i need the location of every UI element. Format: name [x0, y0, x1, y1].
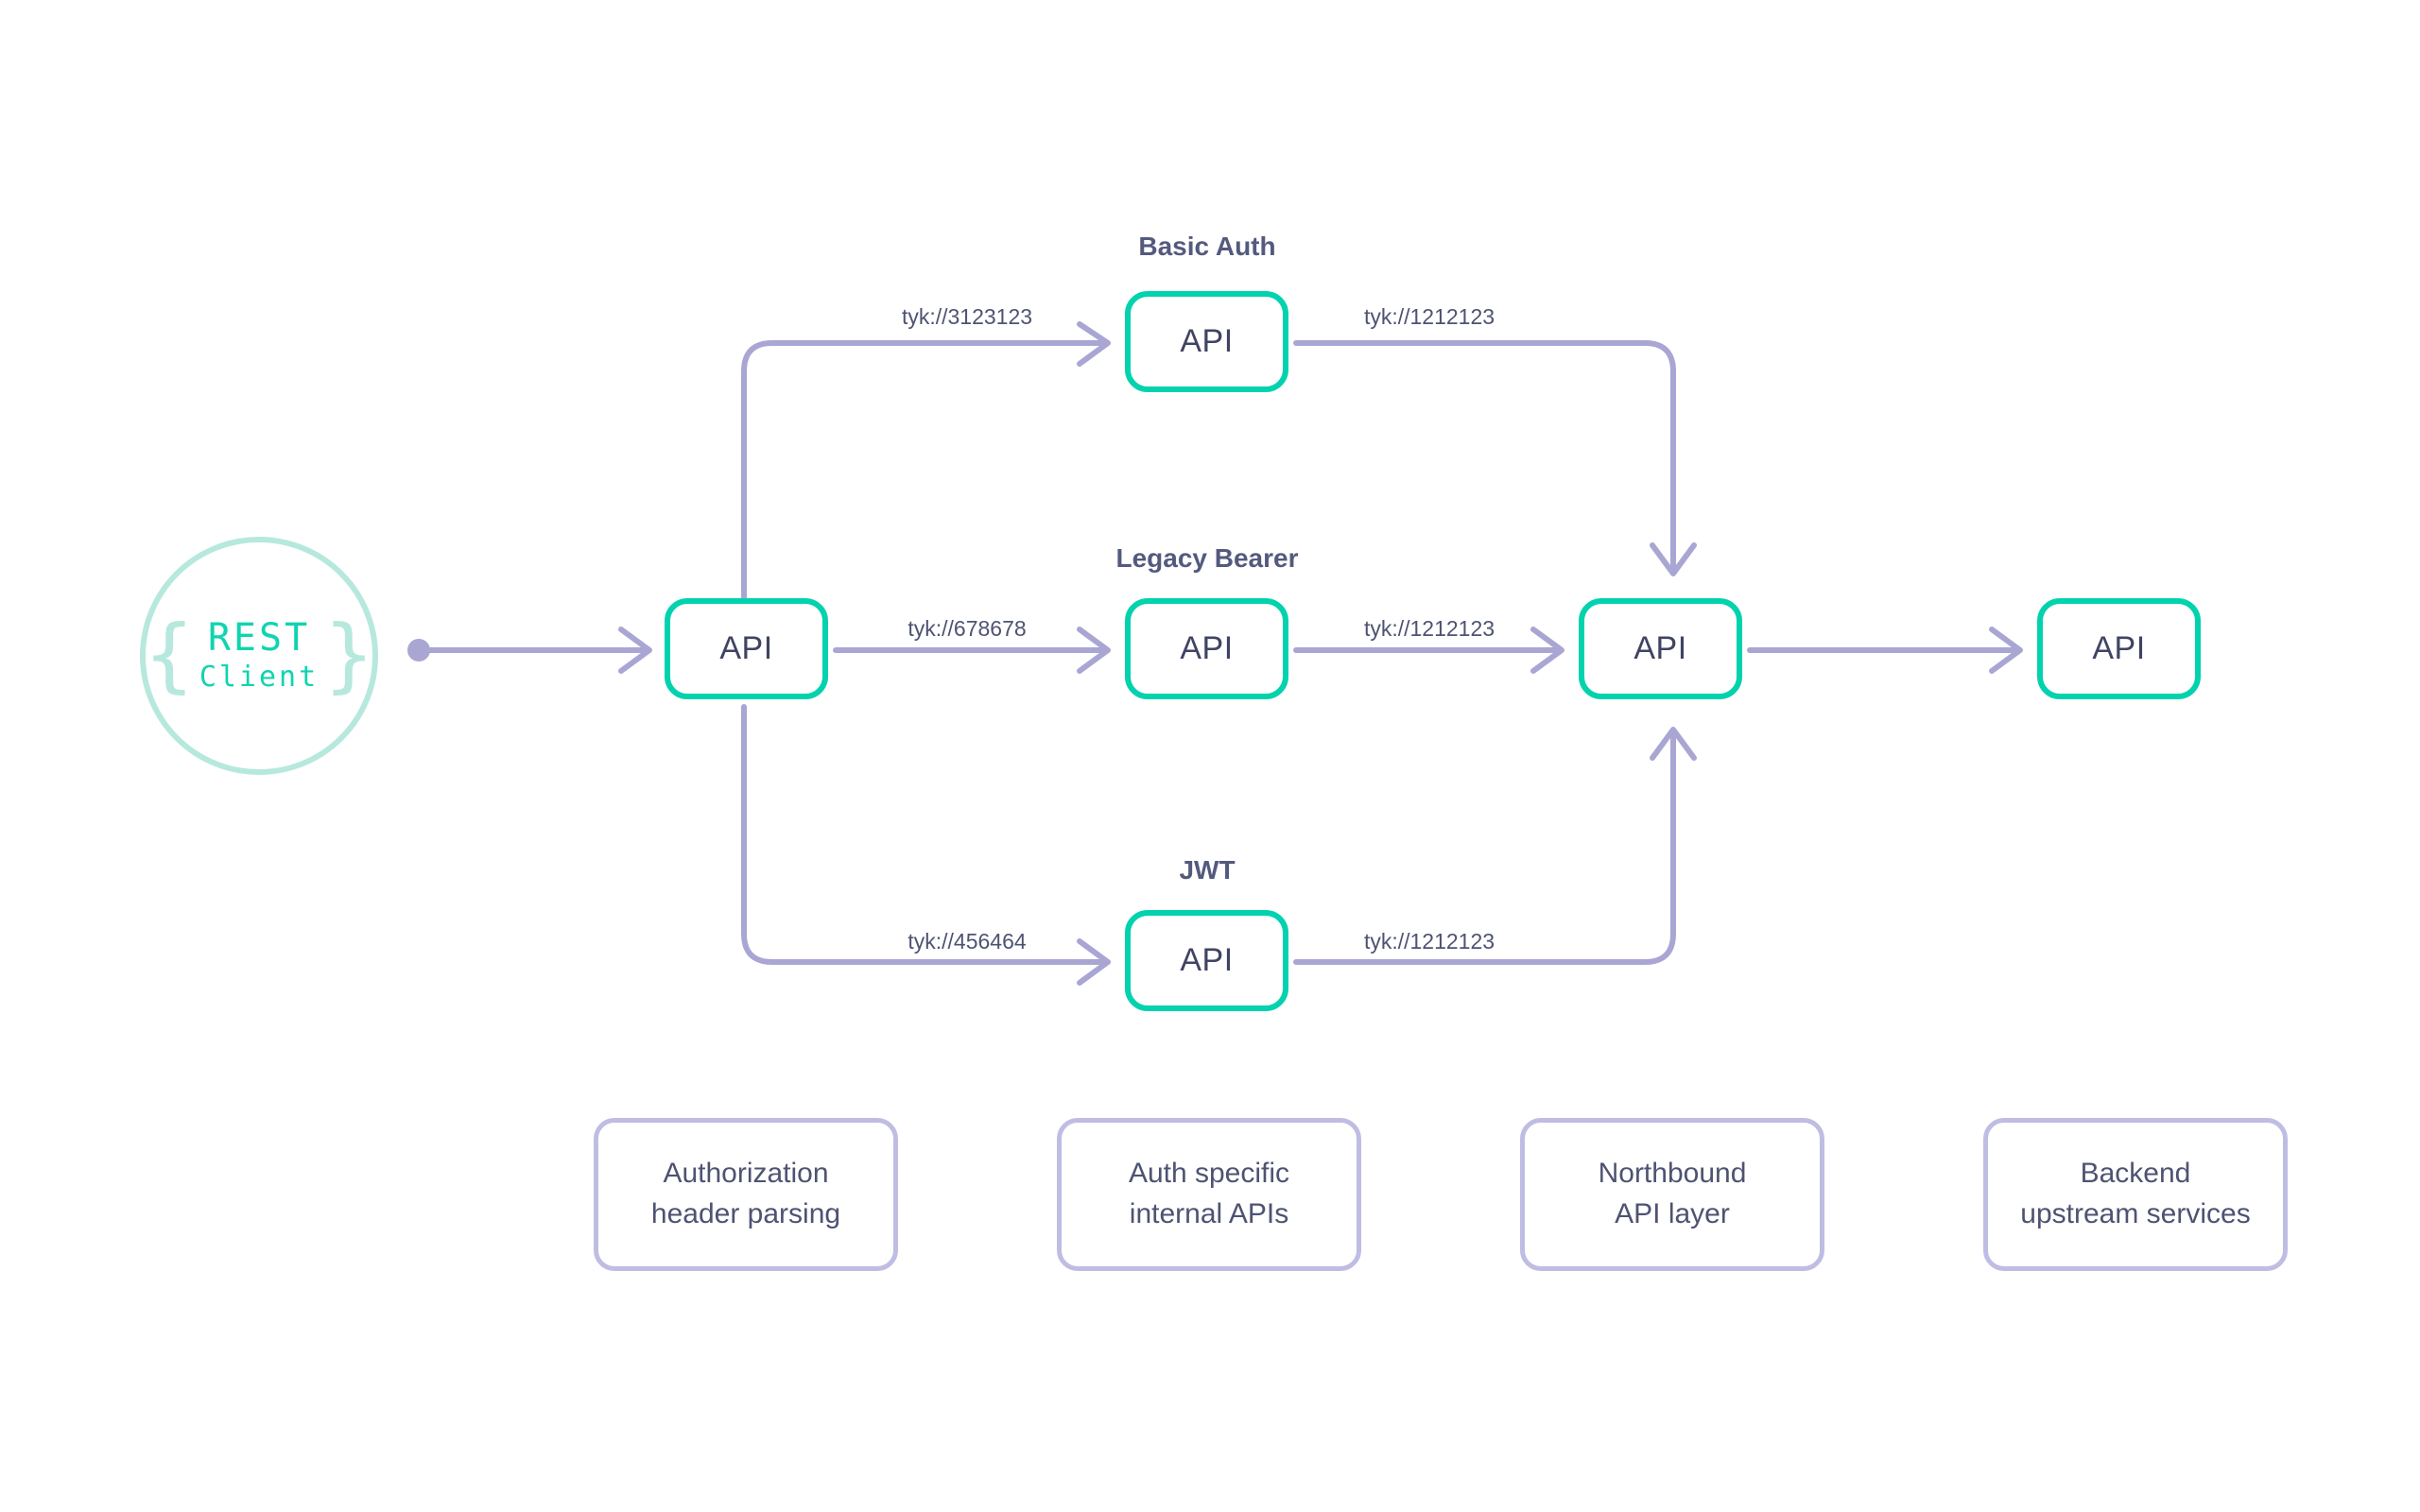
api-node-label: API: [2092, 630, 2146, 666]
api-node-gateway[interactable]: API: [665, 598, 828, 699]
group-title-jwt: JWT: [1179, 855, 1236, 885]
rest-client-text: REST Client: [199, 616, 319, 696]
rest-client-subtitle: Client: [199, 661, 320, 695]
api-node-label: API: [1180, 323, 1234, 359]
arrowhead-northbound-to-backend: [1989, 627, 2023, 674]
edge-label-from-legacy-bearer: tyk://1212123: [1363, 616, 1495, 641]
api-node-backend[interactable]: API: [2037, 598, 2201, 699]
edge-label-to-basic-auth: tyk://3123123: [901, 304, 1033, 329]
api-node-legacy-bearer[interactable]: API: [1125, 598, 1288, 699]
api-node-label: API: [1180, 942, 1234, 978]
api-node-label: API: [1180, 630, 1234, 666]
arrowhead-gateway-to-jwt: [1077, 938, 1111, 986]
rest-client-inner: { REST Client }: [145, 608, 373, 703]
arrowhead-gateway-to-basic-auth: [1077, 321, 1111, 367]
api-node-northbound[interactable]: API: [1579, 598, 1742, 699]
edge-label-to-jwt: tyk://456464: [908, 929, 1027, 954]
brace-left-icon: {: [145, 608, 194, 703]
wire-basic-auth-to-northbound: [1293, 340, 1676, 571]
arrowhead-client-to-gateway: [618, 627, 652, 674]
api-node-label: API: [719, 630, 773, 666]
client-origin-dot: [407, 639, 430, 662]
group-title-legacy-bearer: Legacy Bearer: [1115, 543, 1299, 573]
rest-client-node[interactable]: { REST Client }: [140, 537, 378, 775]
group-title-basic-auth: Basic Auth: [1138, 232, 1276, 261]
api-node-label: API: [1634, 630, 1687, 666]
arrowhead-gateway-to-legacy-bearer: [1077, 627, 1111, 674]
wire-gateway-to-jwt: [741, 704, 1105, 965]
arrowhead-legacy-bearer-to-northbound: [1530, 627, 1564, 674]
arrowhead-jwt-to-northbound: [1650, 727, 1697, 761]
edge-label-from-jwt: tyk://1212123: [1363, 929, 1495, 954]
arrowhead-basic-auth-to-northbound: [1650, 542, 1697, 576]
wire-gateway-to-basic-auth: [741, 340, 1105, 601]
wire-jwt-to-northbound: [1293, 732, 1676, 965]
brace-right-icon: }: [324, 608, 373, 703]
rest-client-title: REST: [207, 616, 311, 661]
api-node-jwt[interactable]: API: [1125, 910, 1288, 1011]
edge-label-from-basic-auth: tyk://1212123: [1363, 304, 1495, 329]
api-node-basic-auth[interactable]: API: [1125, 291, 1288, 392]
edge-label-to-legacy-bearer: tyk://678678: [908, 616, 1027, 641]
